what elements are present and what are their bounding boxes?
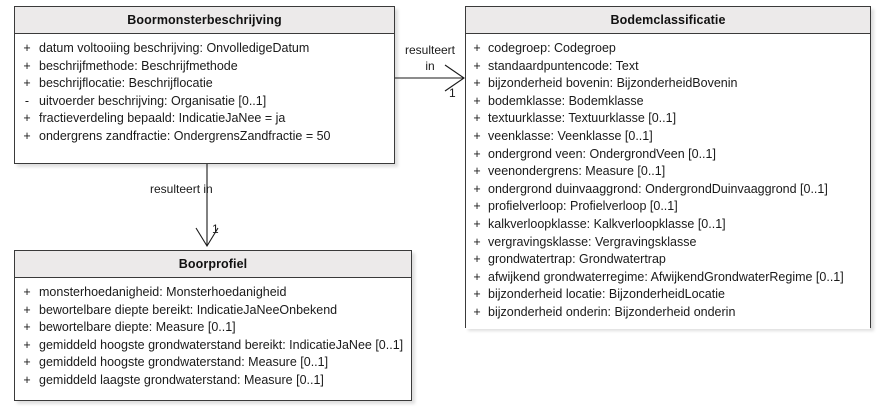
visibility-marker: + bbox=[23, 302, 31, 317]
attribute-row: + bijzonderheid onderin: Bijzonderheid o… bbox=[466, 304, 870, 322]
attribute-text: uitvoerder beschrijving: Organisatie [0.… bbox=[39, 93, 267, 108]
visibility-marker: + bbox=[473, 269, 481, 284]
connector-multiplicity-vertical: 1 bbox=[212, 222, 219, 236]
attribute-row: + ondergrond duinvaaggrond: OndergrondDu… bbox=[466, 181, 870, 199]
attribute-text: veenklasse: Veenklasse [0..1] bbox=[488, 128, 653, 143]
attribute-text: fractieverdeling bepaald: IndicatieJaNee… bbox=[39, 111, 286, 126]
attribute-text: ondergrond duinvaaggrond: OndergrondDuin… bbox=[488, 181, 828, 196]
connector-label-line1: resulteert bbox=[404, 43, 456, 57]
visibility-marker: + bbox=[473, 199, 481, 214]
visibility-marker: + bbox=[23, 337, 31, 352]
visibility-marker: + bbox=[473, 111, 481, 126]
attribute-text: beschrijflocatie: Beschrijflocatie bbox=[39, 76, 213, 91]
attribute-text: gemiddeld laagste grondwaterstand: Measu… bbox=[39, 372, 324, 387]
class-attributes-boorprofiel: + monsterhoedanigheid: Monsterhoedanighe… bbox=[15, 278, 411, 397]
attribute-text: bijzonderheid onderin: Bijzonderheid ond… bbox=[488, 304, 736, 319]
attribute-row: + beschrijfmethode: Beschrijfmethode bbox=[15, 58, 394, 76]
visibility-marker: + bbox=[473, 252, 481, 267]
visibility-marker: + bbox=[473, 181, 481, 196]
visibility-marker: + bbox=[473, 76, 481, 91]
attribute-row: - uitvoerder beschrijving: Organisatie [… bbox=[15, 93, 394, 111]
visibility-marker: + bbox=[23, 285, 31, 299]
visibility-marker: + bbox=[473, 287, 481, 302]
attribute-text: textuurklasse: Textuurklasse [0..1] bbox=[488, 111, 677, 126]
visibility-marker: + bbox=[473, 164, 481, 179]
connector-multiplicity-horizontal: 1 bbox=[449, 86, 456, 100]
attribute-row: + bodemklasse: Bodemklasse bbox=[466, 93, 870, 111]
connector-label-resulteert-in-horizontal: resulteert in bbox=[401, 42, 459, 74]
visibility-marker: + bbox=[473, 146, 481, 161]
visibility-marker: + bbox=[473, 93, 481, 108]
attribute-text: standaardpuntencode: Text bbox=[488, 58, 639, 73]
attribute-text: gemiddeld hoogste grondwaterstand: Measu… bbox=[39, 355, 329, 370]
visibility-marker: + bbox=[23, 320, 31, 335]
class-title-boorprofiel: Boorprofiel bbox=[15, 251, 411, 278]
attribute-row: + gemiddeld hoogste grondwaterstand bere… bbox=[15, 337, 411, 355]
connector-label-line2: in bbox=[425, 59, 435, 73]
visibility-marker: + bbox=[473, 216, 481, 231]
class-title-bodemclassificatie: Bodemclassificatie bbox=[466, 7, 870, 34]
attribute-text: vergravingsklasse: Vergravingsklasse bbox=[488, 234, 697, 249]
attribute-row: + ondergrens zandfractie: OndergrensZand… bbox=[15, 128, 394, 146]
attribute-row: + ondergrond veen: OndergrondVeen [0..1] bbox=[466, 146, 870, 164]
class-box-boormonsterbeschrijving[interactable]: Boormonsterbeschrijving + datum voltooii… bbox=[14, 6, 395, 164]
attribute-row: + bijzonderheid bovenin: BijzonderheidBo… bbox=[466, 75, 870, 93]
visibility-marker: + bbox=[23, 111, 31, 126]
attribute-text: ondergrond veen: OndergrondVeen [0..1] bbox=[488, 146, 716, 161]
attribute-row: + gemiddeld hoogste grondwaterstand: Mea… bbox=[15, 354, 411, 372]
visibility-marker: + bbox=[23, 41, 31, 55]
visibility-marker: + bbox=[23, 76, 31, 91]
attribute-row: + datum voltooiing beschrijving: Onvolle… bbox=[15, 40, 394, 58]
attribute-row: + gemiddeld laagste grondwaterstand: Mea… bbox=[15, 372, 411, 390]
attribute-text: kalkverloopklasse: Kalkverloopklasse [0.… bbox=[488, 216, 726, 231]
attribute-text: beschrijfmethode: Beschrijfmethode bbox=[39, 58, 238, 73]
attribute-text: afwijkend grondwaterregime: AfwijkendGro… bbox=[488, 269, 844, 284]
attribute-row: + codegroep: Codegroep bbox=[466, 40, 870, 58]
class-title-boormonsterbeschrijving: Boormonsterbeschrijving bbox=[15, 7, 394, 34]
attribute-row: + bijzonderheid locatie: BijzonderheidLo… bbox=[466, 286, 870, 304]
visibility-marker: + bbox=[23, 372, 31, 387]
visibility-marker: + bbox=[23, 58, 31, 73]
visibility-marker: + bbox=[473, 58, 481, 73]
attribute-text: codegroep: Codegroep bbox=[488, 41, 616, 55]
attribute-row: + bewortelbare diepte: Measure [0..1] bbox=[15, 319, 411, 337]
attribute-text: gemiddeld hoogste grondwaterstand bereik… bbox=[39, 337, 404, 352]
visibility-marker: + bbox=[473, 41, 481, 55]
attribute-row: + veenondergrens: Measure [0..1] bbox=[466, 163, 870, 181]
connector-label-resulteert-in-vertical: resulteert in bbox=[150, 182, 213, 196]
visibility-marker: + bbox=[23, 355, 31, 370]
attribute-row: + profielverloop: Profielverloop [0..1] bbox=[466, 198, 870, 216]
attribute-row: + monsterhoedanigheid: Monsterhoedanighe… bbox=[15, 284, 411, 302]
attribute-row: + afwijkend grondwaterregime: AfwijkendG… bbox=[466, 269, 870, 287]
attribute-row: + bewortelbare diepte bereikt: Indicatie… bbox=[15, 302, 411, 320]
attribute-text: grondwatertrap: Grondwatertrap bbox=[488, 252, 666, 267]
attribute-text: bewortelbare diepte: Measure [0..1] bbox=[39, 320, 236, 335]
attribute-text: ondergrens zandfractie: OndergrensZandfr… bbox=[39, 128, 331, 143]
attribute-row: + kalkverloopklasse: Kalkverloopklasse [… bbox=[466, 216, 870, 234]
attribute-text: profielverloop: Profielverloop [0..1] bbox=[488, 199, 678, 214]
visibility-marker: + bbox=[473, 234, 481, 249]
class-attributes-bodemclassificatie: + codegroep: Codegroep + standaardpunten… bbox=[466, 34, 870, 329]
attribute-row: + beschrijflocatie: Beschrijflocatie bbox=[15, 75, 394, 93]
attribute-row: + veenklasse: Veenklasse [0..1] bbox=[466, 128, 870, 146]
attribute-text: bewortelbare diepte bereikt: IndicatieJa… bbox=[39, 302, 338, 317]
attribute-text: bijzonderheid bovenin: BijzonderheidBove… bbox=[488, 76, 738, 91]
attribute-row: + grondwatertrap: Grondwatertrap bbox=[466, 251, 870, 269]
class-box-bodemclassificatie[interactable]: Bodemclassificatie + codegroep: Codegroe… bbox=[465, 6, 871, 329]
visibility-marker: + bbox=[473, 304, 481, 319]
attribute-row: + vergravingsklasse: Vergravingsklasse bbox=[466, 234, 870, 252]
attribute-text: bodemklasse: Bodemklasse bbox=[488, 93, 644, 108]
visibility-marker: + bbox=[473, 128, 481, 143]
class-attributes-boormonsterbeschrijving: + datum voltooiing beschrijving: Onvolle… bbox=[15, 34, 394, 153]
class-box-boorprofiel[interactable]: Boorprofiel + monsterhoedanigheid: Monst… bbox=[14, 250, 412, 401]
visibility-marker: - bbox=[24, 93, 30, 108]
attribute-text: datum voltooiing beschrijving: Onvolledi… bbox=[39, 41, 310, 55]
attribute-row: + fractieverdeling bepaald: IndicatieJaN… bbox=[15, 110, 394, 128]
attribute-text: veenondergrens: Measure [0..1] bbox=[488, 164, 666, 179]
attribute-row: + standaardpuntencode: Text bbox=[466, 58, 870, 76]
attribute-text: bijzonderheid locatie: BijzonderheidLoca… bbox=[488, 287, 725, 302]
attribute-row: + textuurklasse: Textuurklasse [0..1] bbox=[466, 110, 870, 128]
attribute-text: monsterhoedanigheid: Monsterhoedanigheid bbox=[39, 285, 287, 299]
visibility-marker: + bbox=[23, 128, 31, 143]
